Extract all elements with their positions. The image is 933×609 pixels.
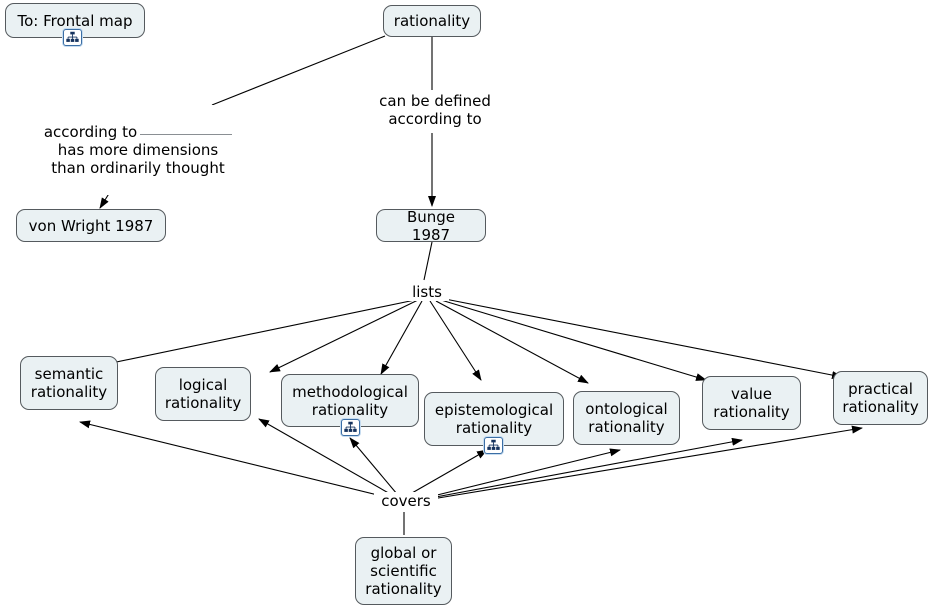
edge-covers-epistemological [411, 449, 488, 494]
node-methodological-rationality[interactable]: methodological rationality [281, 374, 419, 427]
node-ontological-rationality[interactable]: ontological rationality [573, 391, 680, 445]
node-global-or-scientific-rationality[interactable]: global or scientific rationality [355, 537, 452, 605]
link-phrase-according-to[interactable]: according to has more dimensions than or… [26, 105, 250, 195]
edge-bunge-lists [423, 241, 433, 281]
edge-covers-ontological [424, 448, 621, 499]
edge-covers-value [424, 437, 743, 500]
node-rationality[interactable]: rationality [383, 5, 481, 37]
node-von-wright-1987[interactable]: von Wright 1987 [16, 209, 166, 242]
concept-map-icon[interactable] [63, 29, 82, 46]
node-logical-rationality[interactable]: logical rationality [155, 367, 251, 421]
edge-lists-value [440, 299, 707, 381]
node-practical-rationality[interactable]: practical rationality [833, 371, 928, 425]
concept-map-icon[interactable] [484, 437, 503, 454]
node-value-rationality[interactable]: value rationality [702, 376, 801, 430]
node-semantic-rationality[interactable]: semantic rationality [20, 356, 118, 410]
link-phrase-covers[interactable]: covers [374, 492, 438, 510]
edge-lists-practical [444, 298, 843, 379]
blank-line [140, 134, 233, 135]
link-phrase-according-to-rest: has more dimensions than ordinarily thou… [51, 141, 225, 177]
edge-covers-logical [258, 418, 393, 496]
node-bunge-1987[interactable]: Bunge 1987 [376, 208, 486, 244]
link-phrase-can-be-defined-according-to[interactable]: can be defined according to [360, 92, 510, 128]
edge-lists-methodological [380, 300, 423, 375]
link-phrase-lists[interactable]: lists [405, 283, 449, 301]
edge-lists-logical [269, 299, 419, 373]
link-phrase-according-to-text: according to [43, 123, 138, 141]
edge-lists-epistemological [429, 300, 482, 381]
edge-lists-ontological [435, 300, 589, 384]
edge-covers-methodological [349, 437, 398, 495]
concept-map-icon[interactable] [341, 419, 360, 436]
edge-lists-semantic [77, 299, 416, 372]
